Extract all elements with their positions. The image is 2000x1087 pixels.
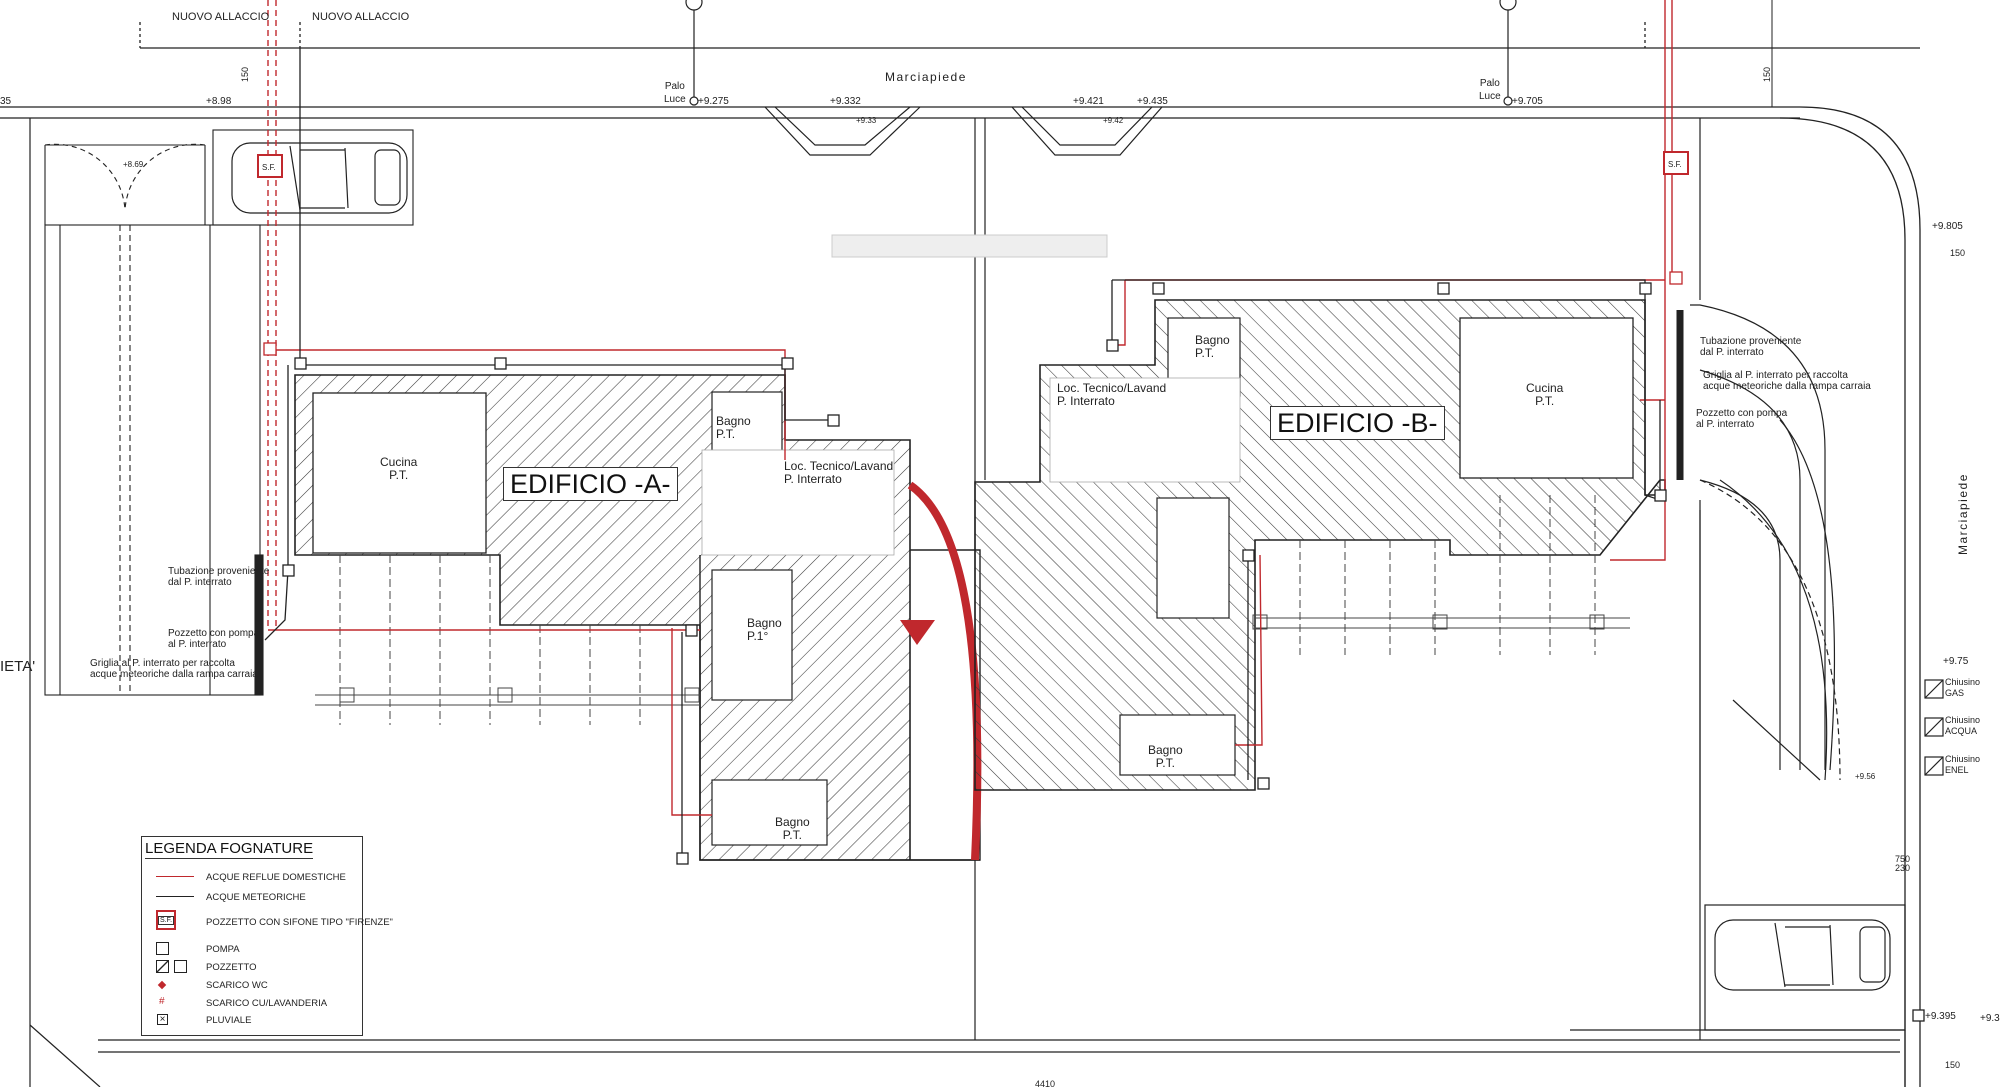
red-line-icon — [156, 869, 194, 885]
marciapiede-right: Marciapiede — [1956, 473, 1970, 555]
note-griglia-a: Griglia al P. interrato per raccolta acq… — [90, 658, 258, 680]
legend-row-reflue: ACQUE REFLUE DOMESTICHE — [156, 869, 346, 885]
legend-row-sf: S.F. POZZETTO CON SIFONE TIPO "FIRENZE" — [156, 910, 393, 930]
legend-row-pompa: POMPA — [156, 941, 240, 957]
dim-150-topright: 150 — [1762, 67, 1772, 82]
wc-drain-icon — [156, 977, 194, 993]
loc-tecnico-b: Loc. Tecnico/Lavand P. Interrato — [1057, 381, 1167, 408]
allaccio-left: NUOVO ALLACCIO — [172, 11, 270, 23]
legend-pluviale-label: PLUVIALE — [206, 1014, 252, 1026]
elev-898: +8.98 — [206, 96, 232, 107]
laundry-drain-icon: # — [159, 996, 165, 1007]
elev-35: 35 — [0, 96, 12, 107]
elev-975: +9.75 — [1943, 656, 1969, 667]
legend-sf-label: POZZETTO CON SIFONE TIPO "FIRENZE" — [206, 916, 393, 928]
left-ramp — [44, 129, 414, 696]
elev-9421: +9.421 — [1073, 96, 1104, 107]
chiusino-gas: Chiusino GAS — [1945, 677, 1981, 698]
cucina-a: Cucina P.T. — [380, 455, 418, 482]
legend-pozzetto-label: POZZETTO — [206, 961, 257, 973]
allaccio-right: NUOVO ALLACCIO — [312, 11, 410, 23]
car-top-left — [231, 142, 408, 214]
edificio-a-title: EDIFICIO -A- — [503, 467, 678, 501]
elev-9805: +9.805 — [1932, 221, 1963, 232]
dim-150-left: 150 — [240, 67, 250, 82]
palo-luce-right: Palo Luce — [1479, 78, 1501, 102]
legend-reflue-label: ACQUE REFLUE DOMESTICHE — [206, 871, 346, 883]
note-tubazione-a: Tubazione proveniente dal P. interrato — [168, 566, 270, 588]
svg-text:S.F.: S.F. — [1668, 160, 1682, 169]
elev-956: +9.56 — [1855, 772, 1876, 781]
legend-box: LEGENDA FOGNATURE ACQUE REFLUE DOMESTICH… — [141, 836, 393, 1036]
legend-row-meteoriche: ACQUE METEORICHE — [156, 889, 306, 905]
elev-9435: +9.435 — [1137, 96, 1168, 107]
downpipe-icon: × — [156, 1012, 194, 1028]
loc-tecnico-a: Loc. Tecnico/Lavand P. Interrato — [784, 459, 894, 486]
building-a — [294, 374, 982, 861]
sewer-lines-red — [267, 0, 1673, 816]
note-tubazione-b: Tubazione proveniente dal P. interrato — [1700, 336, 1802, 358]
svg-texts: NUOVO ALLACCIO NUOVO ALLACCIO Marciapied… — [0, 11, 2000, 1087]
cucina-b: Cucina P.T. — [1526, 381, 1564, 408]
elev-93: +9.3 — [1980, 1013, 2000, 1024]
manholes — [282, 282, 1925, 1022]
dim-750: 750 — [1895, 854, 1910, 864]
note-griglia-b: Griglia al P. interrato per raccolta acq… — [1703, 370, 1871, 392]
elev-9395: +9.395 — [1925, 1011, 1956, 1022]
building-b — [831, 234, 1666, 791]
edificio-b-title: EDIFICIO -B- — [1270, 406, 1445, 440]
legend-row-cu: # SCARICO CU/LAVANDERIA — [156, 995, 327, 1011]
legend-title: LEGENDA FOGNATURE — [145, 840, 314, 859]
bagno-pt-a-bottom: Bagno P.T. — [775, 815, 810, 842]
note-pozzetto-a: Pozzetto con pompa al P. interrato — [168, 628, 260, 650]
bagno-p1-a: Bagno P.1° — [747, 616, 782, 643]
right-ramp — [1676, 304, 1841, 850]
dim-4410: 4410 — [1035, 1079, 1055, 1087]
dim-230: 230 — [1895, 863, 1910, 873]
bagno-pt-a-top: Bagno P.T. — [716, 414, 751, 441]
palo-luce-left: Palo Luce — [664, 81, 686, 105]
elev-9332: +9.332 — [830, 96, 861, 107]
elev-9705: +9.705 — [1512, 96, 1543, 107]
sf-trap-icon: S.F. — [156, 910, 194, 930]
legend-row-wc: SCARICO WC — [156, 977, 268, 993]
svg-text:S.F.: S.F. — [262, 163, 276, 172]
road-inlets — [685, 0, 1517, 156]
legend-pompa-label: POMPA — [206, 943, 240, 955]
legend-row-pozzetto: POZZETTO — [156, 959, 257, 975]
pump-icon — [156, 941, 194, 957]
elev-869: +8.69 — [123, 160, 144, 169]
bagno-pt-b-bottom: Bagno P.T. — [1148, 743, 1183, 770]
proprieta-label: IETA' — [0, 658, 36, 675]
sf-traps: S.F. S.F. — [257, 151, 1689, 356]
elev-933: +9.33 — [856, 116, 877, 125]
marciapiede-top: Marciapiede — [885, 70, 967, 84]
elev-9275: +9.275 — [698, 96, 729, 107]
legend-cu-label: SCARICO CU/LAVANDERIA — [206, 997, 328, 1009]
car-bottom-right — [1704, 904, 1906, 1031]
legend-meteoriche-label: ACQUE METEORICHE — [206, 891, 306, 903]
dim-150-bottom: 150 — [1945, 1060, 1960, 1070]
chiusino-enel: Chiusino ENEL — [1945, 754, 1981, 775]
elev-942: +9.42 — [1103, 116, 1124, 125]
storm-lines-black — [264, 48, 1661, 860]
black-line-icon — [156, 889, 194, 905]
chiusini — [1924, 679, 1944, 776]
chiusino-acqua: Chiusino ACQUA — [1945, 715, 1981, 736]
legend-row-pluviale: × PLUVIALE — [156, 1012, 251, 1028]
dim-150-right: 150 — [1950, 248, 1965, 258]
manhole-icon — [156, 959, 194, 975]
pergola-a — [315, 555, 700, 725]
legend-wc-label: SCARICO WC — [206, 979, 268, 991]
pergola-b — [1252, 495, 1630, 655]
bagno-pt-b-top: Bagno P.T. — [1195, 333, 1230, 360]
note-pozzetto-b: Pozzetto con pompa al P. interrato — [1696, 408, 1788, 430]
